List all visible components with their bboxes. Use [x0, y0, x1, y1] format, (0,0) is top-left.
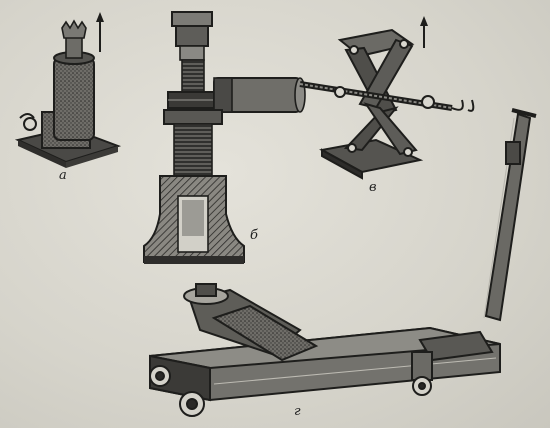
label-a: а — [59, 168, 67, 183]
scissor-jack — [299, 28, 475, 180]
label-v: в — [369, 180, 377, 195]
label-g: г — [294, 404, 301, 419]
screw-jack — [143, 11, 306, 264]
trolley-jack — [149, 108, 537, 417]
bottle-jack — [14, 12, 122, 168]
label-b: б — [250, 228, 258, 243]
